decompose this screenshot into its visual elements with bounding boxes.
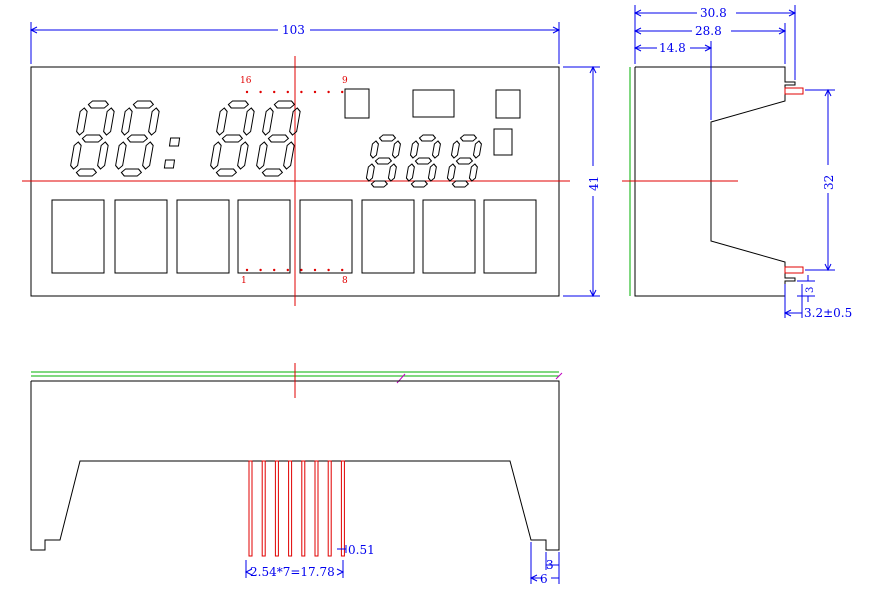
- bottom-pins: [248, 460, 345, 557]
- bottom-pin-4: [288, 460, 293, 557]
- pin-label-9: 9: [342, 76, 348, 86]
- dimension-step-3-label: 3: [546, 558, 554, 572]
- dimension-height-label: 41: [587, 176, 601, 191]
- bottom-pin-6: [314, 460, 319, 557]
- pin-dot-bottom-5: [300, 268, 303, 272]
- character-cell-1: [51, 199, 105, 274]
- bottom-view: 0.51 2.54*7=17.78 3 6: [30, 363, 563, 586]
- pin-position-dots: [245, 90, 344, 272]
- dimension-pitch-label: 2.54*7=17.78: [250, 565, 335, 579]
- character-cell-8: [483, 199, 537, 274]
- side-view: 30.8 28.8 14.8 32: [622, 5, 852, 320]
- pin-dot-top-2: [259, 90, 262, 94]
- bottom-pin-7: [327, 460, 332, 557]
- pin-dot-bottom-6: [313, 268, 317, 272]
- bottom-outline: [30, 380, 560, 551]
- bottom-magenta-mark-1: [396, 373, 406, 384]
- dimension-pin-length: [783, 284, 803, 318]
- dimension-body-depth: [633, 23, 787, 64]
- character-cell-6: [361, 199, 415, 274]
- indicator-box-4: [493, 128, 513, 156]
- clock-colon: [163, 137, 181, 169]
- pin-dot-top-7: [327, 90, 330, 94]
- small-seven-segment-digits: [365, 134, 482, 188]
- pin-label-8: 8: [342, 276, 348, 286]
- pin-dot-top-5: [300, 90, 303, 94]
- bottom-pin-3: [274, 460, 279, 557]
- pin-dot-bottom-8: [341, 268, 344, 272]
- small-digit-2: [405, 134, 441, 188]
- dimension-body-depth-label: 28.8: [695, 24, 722, 38]
- dimension-step: [797, 275, 815, 302]
- large-digit-1: [70, 100, 115, 177]
- dimension-width-label: 103: [282, 23, 305, 37]
- indicator-boxes: [344, 88, 521, 156]
- character-cell-7: [422, 199, 476, 274]
- indicator-box-1: [344, 88, 370, 119]
- character-cell-2: [114, 199, 168, 274]
- indicator-box-3: [495, 89, 521, 119]
- dimension-step-6-label: 6: [540, 572, 548, 586]
- dimension-bottom-steps: [529, 542, 560, 584]
- dimension-pin-width: [337, 545, 347, 553]
- character-cell-3: [176, 199, 230, 274]
- character-cell-4: [237, 199, 291, 274]
- bottom-pin-5: [301, 460, 306, 557]
- dimension-overall-depth: [633, 5, 797, 80]
- dimension-height: [563, 65, 600, 298]
- pin-dot-top-8: [341, 90, 344, 94]
- pin-label-16: 16: [240, 76, 252, 86]
- large-seven-segment-digits: [70, 100, 301, 177]
- large-digit-2: [115, 100, 160, 177]
- pin-dot-bottom-4: [286, 268, 289, 272]
- bottom-magenta-mark-2: [555, 372, 563, 380]
- pin-dot-top-1: [245, 90, 249, 94]
- bottom-pin-1: [248, 460, 253, 557]
- pin-dot-bottom-7: [327, 268, 330, 272]
- bottom-pin-2: [261, 460, 266, 557]
- side-pins: [784, 87, 804, 274]
- dimension-pin-span: [805, 88, 835, 272]
- indicator-box-2: [412, 89, 455, 118]
- pin-dot-bottom-1: [245, 268, 249, 272]
- large-digit-3: [210, 100, 255, 177]
- small-digit-3: [446, 134, 482, 188]
- front-view: 16 9 1 8 103 41: [22, 22, 601, 306]
- pin-dot-bottom-2: [259, 268, 262, 272]
- dimension-step-label: 3: [805, 287, 816, 293]
- dimension-overall-depth-label: 30.8: [700, 6, 727, 20]
- bottom-pin-8: [340, 460, 345, 557]
- dimension-inner-depth-label: 14.8: [659, 41, 686, 55]
- dimension-pin-width-label: 0.51: [348, 543, 375, 557]
- dimension-pin-length-label: 3.2±0.5: [804, 306, 852, 320]
- pin-dot-bottom-3: [273, 268, 276, 272]
- pin-dot-top-3: [273, 90, 276, 94]
- character-cell-row: [51, 199, 537, 274]
- pin-dot-top-4: [286, 90, 289, 94]
- dimension-width: [29, 22, 561, 64]
- dimension-inner-depth: [633, 41, 713, 120]
- small-digit-1: [365, 134, 401, 188]
- large-digit-4: [256, 100, 301, 177]
- character-cell-5: [299, 199, 353, 274]
- dimension-pin-span-label: 32: [822, 175, 836, 190]
- pin-label-1: 1: [241, 276, 247, 286]
- dimension-pitch: [244, 560, 345, 578]
- pin-dot-top-6: [313, 90, 317, 94]
